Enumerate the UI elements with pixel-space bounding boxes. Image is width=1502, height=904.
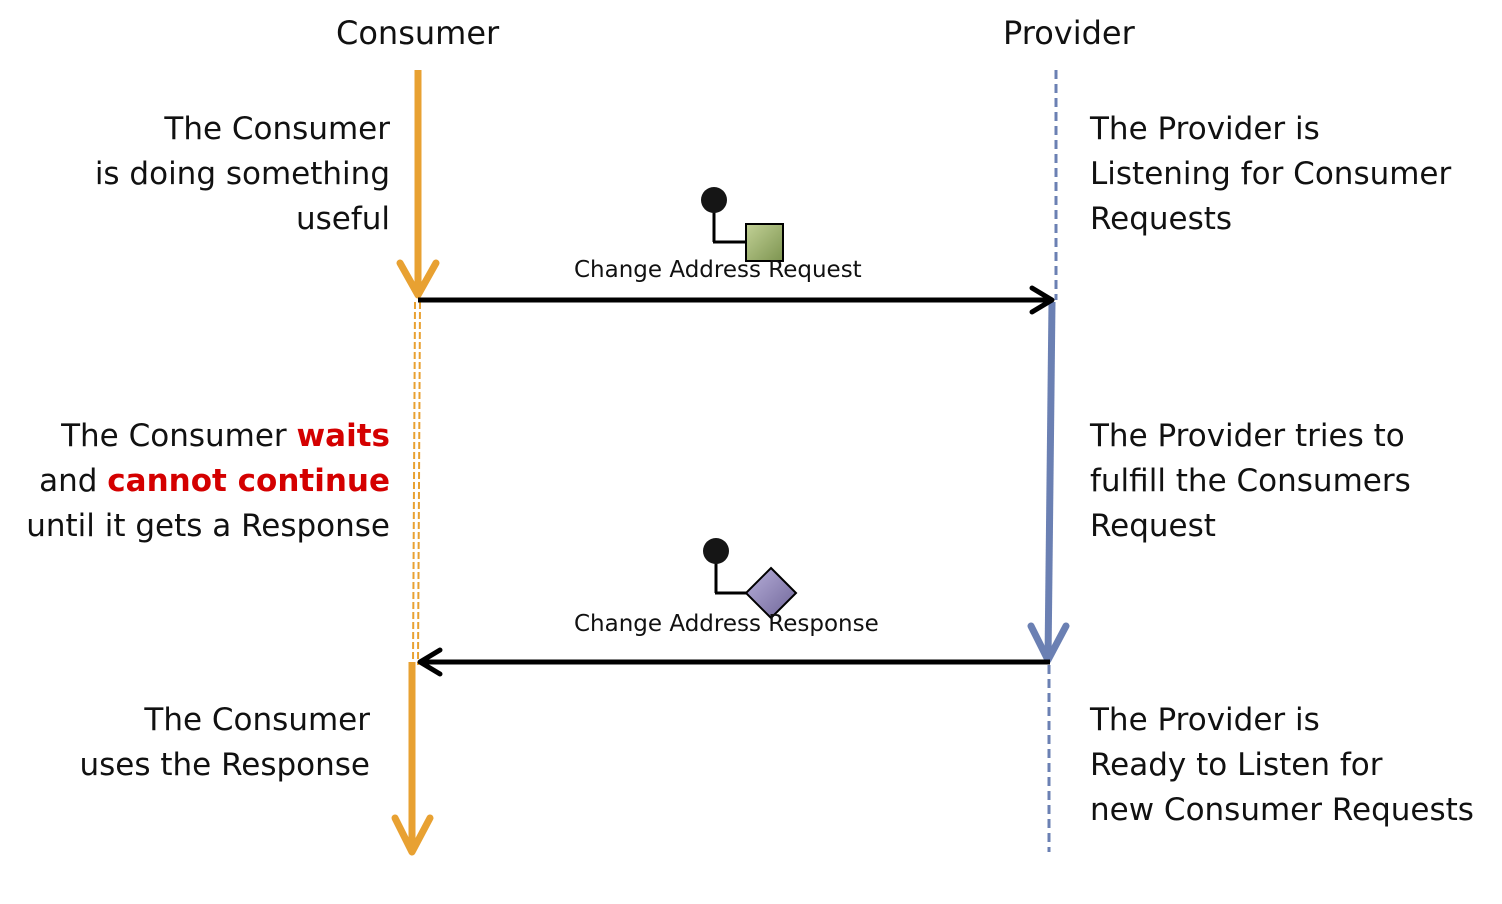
square-message-icon <box>701 187 784 262</box>
provider-listening-note: The Provider is Listening for Consumer R… <box>1090 107 1451 242</box>
consumer-uses-line: uses the Response <box>79 747 371 783</box>
waiting-text: The Consumer <box>61 418 297 454</box>
consumer-wait-segment-a <box>412 301 416 666</box>
provider-listening-line: Requests <box>1090 201 1233 237</box>
consumer-arrowhead-1 <box>396 259 440 299</box>
waiting-text: and <box>39 463 108 499</box>
provider-fulfilling-line: The Provider tries to <box>1090 418 1405 454</box>
provider-ready-note: The Provider is Ready to Listen for new … <box>1090 698 1474 833</box>
request-message-arrow <box>418 285 1055 315</box>
consumer-uses-line: The Consumer <box>144 702 370 738</box>
consumer-busy-line: useful <box>295 201 390 237</box>
provider-listening-line: The Provider is <box>1090 111 1320 147</box>
request-message-label: Change Address Request <box>574 257 862 283</box>
provider-lifeline <box>1027 70 1070 852</box>
provider-listening-line: Listening for Consumer <box>1090 156 1452 192</box>
response-message-arrow <box>417 647 1050 677</box>
consumer-lifeline <box>391 70 440 856</box>
waits-highlight: waits <box>296 418 390 454</box>
provider-ready-line: new Consumer Requests <box>1090 792 1474 828</box>
consumer-wait-segment-b <box>417 301 421 666</box>
consumer-arrowhead-2 <box>391 814 434 856</box>
provider-ready-line: The Provider is <box>1090 702 1320 738</box>
consumer-waiting-line: until it gets a Response <box>26 508 390 544</box>
consumer-heading: Consumer <box>336 14 500 52</box>
provider-fulfilling-note: The Provider tries to fulfill the Consum… <box>1090 414 1411 549</box>
provider-active-segment <box>1044 301 1056 661</box>
consumer-busy-line: The Consumer <box>164 111 390 147</box>
provider-heading: Provider <box>1003 14 1135 52</box>
cannot-continue-highlight: cannot continue <box>107 463 390 499</box>
provider-ready-line: Ready to Listen for <box>1090 747 1383 783</box>
diamond-message-icon <box>703 538 798 620</box>
consumer-waiting-note: The Consumer waits and cannot continue u… <box>26 414 390 549</box>
consumer-uses-note: The Consumer uses the Response <box>80 698 371 788</box>
consumer-busy-note: The Consumer is doing something useful <box>95 107 390 242</box>
consumer-busy-line: is doing something <box>94 156 390 192</box>
provider-fulfilling-line: fulfill the Consumers <box>1090 463 1411 499</box>
consumer-waiting-line: The Consumer waits <box>26 414 390 459</box>
provider-fulfilling-line: Request <box>1090 508 1216 544</box>
response-message-label: Change Address Response <box>574 611 879 637</box>
consumer-waiting-line: and cannot continue <box>26 459 390 504</box>
